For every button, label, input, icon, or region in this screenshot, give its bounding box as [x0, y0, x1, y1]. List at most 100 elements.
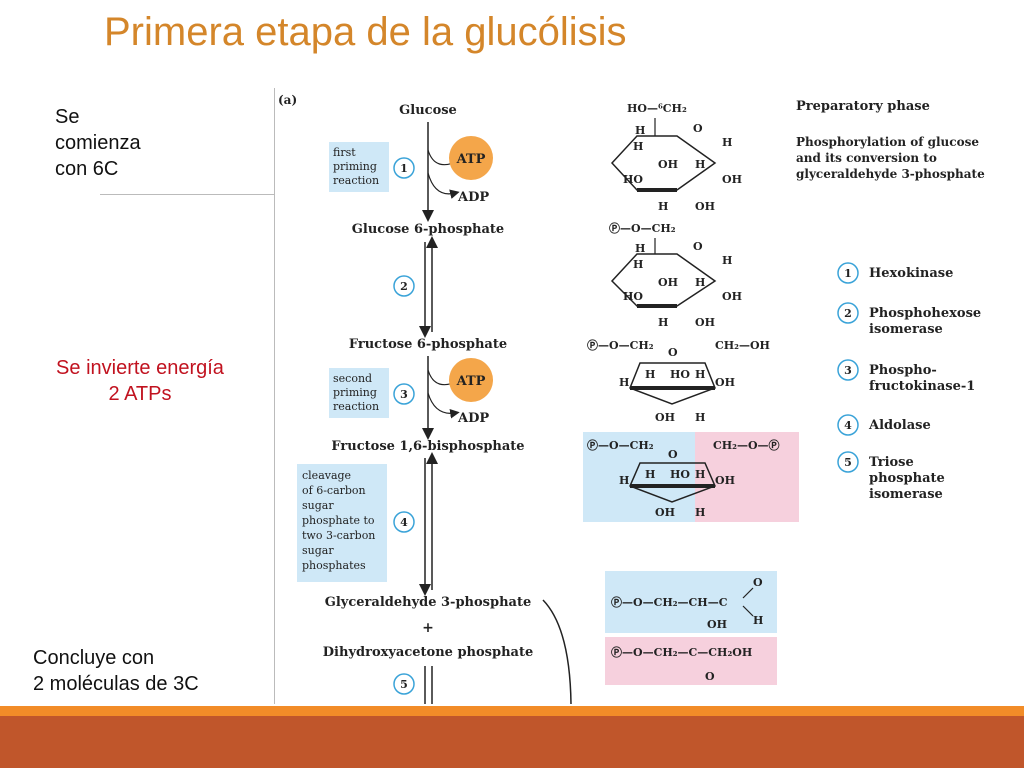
chem-atom: H — [695, 468, 705, 481]
enzyme-number: 4 — [844, 419, 852, 432]
note-energy-investment: Se invierte energía 2 ATPs — [30, 355, 250, 407]
enzyme-number: 5 — [844, 456, 852, 469]
metabolite-glyceraldehyde-3-phosphate: Glyceraldehyde 3-phosphate — [325, 595, 531, 610]
structure-glucose: HO—⁶CH₂ H O H H OH H HO OH H OH — [610, 102, 742, 213]
chem-atom: H — [722, 136, 732, 149]
chem-atom: H — [753, 614, 763, 627]
chem-atom: OH — [715, 474, 735, 487]
enzyme-list: 1 Hexokinase 2 Phosphohexose isomerase 3… — [837, 262, 981, 502]
atp-circle-3 — [449, 358, 493, 402]
metabolite-glucose: Glucose — [399, 103, 457, 118]
enzyme-number-circle — [837, 451, 859, 473]
pink-highlight-box — [695, 432, 799, 522]
pink-highlight-box — [605, 637, 777, 685]
adp-label-1: ADP — [457, 190, 489, 205]
adp-curve-3 — [427, 392, 460, 419]
chem-atom: OH — [655, 506, 675, 519]
footer-accent-bar — [0, 706, 1024, 716]
chem-atom: H — [619, 376, 629, 389]
metabolite-dihydroxyacetone-phosphate: Dihydroxyacetone phosphate — [323, 645, 533, 660]
chem-atom: OH — [707, 618, 727, 631]
chem-atom: HO — [670, 368, 690, 381]
chem-atom: HO — [670, 468, 690, 481]
chem-chain: Ⓟ—O—CH₂—C—CH₂OH — [611, 645, 752, 659]
enzyme-name: phosphate — [869, 471, 945, 486]
slide-title: Primera etapa de la glucólisis — [104, 10, 627, 54]
enzyme-name: fructokinase-1 — [869, 379, 975, 394]
step-note-3-line: reaction — [333, 400, 379, 413]
chem-atom: OH — [695, 316, 715, 329]
chem-atom: H — [722, 254, 732, 267]
step-number-circle-3 — [393, 383, 415, 405]
structure-fructose-6-phosphate: Ⓟ—O—CH₂ CH₂—OH O H HO OH H H OH H — [587, 338, 770, 424]
chem-label: HO—⁶CH₂ — [627, 102, 687, 115]
step-number-5: 5 — [400, 678, 408, 691]
structure-glucose-6-phosphate: Ⓟ—O—CH₂ H O H H OH H HO OH H OH — [609, 221, 742, 329]
enzyme-number: 2 — [844, 307, 852, 320]
step-number-circle-1 — [393, 157, 415, 179]
step-number-1: 1 — [400, 162, 408, 175]
footer-bar — [0, 716, 1024, 768]
chem-atom: HO — [623, 173, 643, 186]
chem-atom: O — [693, 240, 703, 253]
chem-label: Ⓟ—O—CH₂ — [587, 438, 654, 452]
step-note-box-1 — [329, 142, 389, 192]
chem-atom: H — [695, 506, 705, 519]
enzyme-number-circle — [837, 414, 859, 436]
metabolite-glucose-6-phosphate: Glucose 6-phosphate — [352, 222, 504, 237]
chem-label: CH₂—OH — [715, 339, 770, 352]
phase-description-line: Phosphorylation of glucose — [796, 135, 979, 149]
enzyme-name: Phospho- — [869, 363, 937, 378]
panel-label: (a) — [278, 93, 297, 107]
phase-description-line: and its conversion to — [796, 151, 937, 165]
enzyme-name: isomerase — [869, 487, 943, 502]
blue-highlight-box — [605, 571, 777, 633]
chem-atom: O — [705, 670, 715, 683]
note-line: Se invierte energía — [56, 357, 224, 379]
chem-label: Ⓟ—O—CH₂ — [609, 221, 676, 235]
step-number-4: 4 — [400, 516, 408, 529]
structure-fructose-1-6-bisphosphate: Ⓟ—O—CH₂ CH₂—O—Ⓟ O H HO OH H H OH H — [583, 432, 799, 522]
enzyme-number-circle — [837, 302, 859, 324]
chem-atom: OH — [722, 290, 742, 303]
atp-label-1: ATP — [456, 152, 486, 167]
chem-atom: H — [619, 474, 629, 487]
step-note-1-line: reaction — [333, 174, 379, 187]
enzyme-name: Aldolase — [868, 418, 931, 433]
note-line: 2 ATPs — [108, 383, 172, 405]
isomerase-curve — [542, 599, 572, 704]
step-note-4-line: two 3-carbon — [302, 529, 375, 542]
chem-label: Ⓟ—O—CH₂ — [587, 338, 654, 352]
step-number-3: 3 — [400, 388, 408, 401]
chem-atom: H — [635, 124, 645, 137]
note-line: comienza — [55, 132, 141, 154]
enzyme-name: Hexokinase — [869, 266, 953, 281]
enzyme-number: 1 — [844, 267, 852, 280]
step-number-2: 2 — [400, 280, 408, 293]
step-note-3-line: second — [333, 372, 372, 385]
step-number-circle-4 — [393, 511, 415, 533]
chem-atom: H — [635, 242, 645, 255]
step-note-4-line: phosphates — [302, 559, 366, 572]
blue-highlight-box — [583, 432, 695, 522]
pathway-svg: (a) Glucose Glucose 6-phosphate Fructose… — [278, 93, 985, 704]
step-note-3-line: priming — [333, 386, 377, 399]
enzyme-name: Phosphohexose — [869, 306, 981, 321]
chem-atom: O — [668, 448, 678, 461]
chem-atom: H — [695, 158, 705, 171]
chem-atom: H — [645, 368, 655, 381]
structure-dihydroxyacetone-phosphate: Ⓟ—O—CH₂—C—CH₂OH O — [605, 637, 777, 685]
structure-glyceraldehyde-3-phosphate: Ⓟ—O—CH₂—CH—C OH O H — [605, 571, 777, 633]
enzyme-number: 3 — [844, 364, 852, 377]
atp-circle-1 — [449, 136, 493, 180]
chem-atom: H — [695, 411, 705, 424]
note-end-3c: Concluye con 2 moléculas de 3C — [33, 645, 273, 697]
chem-atom: OH — [658, 158, 678, 171]
chem-atom: HO — [623, 290, 643, 303]
phase-description-line: glyceraldehyde 3-phosphate — [796, 167, 985, 181]
note-line: 2 moléculas de 3C — [33, 673, 199, 695]
glycolysis-diagram: (a) Glucose Glucose 6-phosphate Fructose… — [274, 88, 1024, 704]
step-number-circle-5 — [393, 673, 415, 695]
step-note-box-3 — [329, 368, 389, 418]
enzyme-number-circle — [837, 262, 859, 284]
